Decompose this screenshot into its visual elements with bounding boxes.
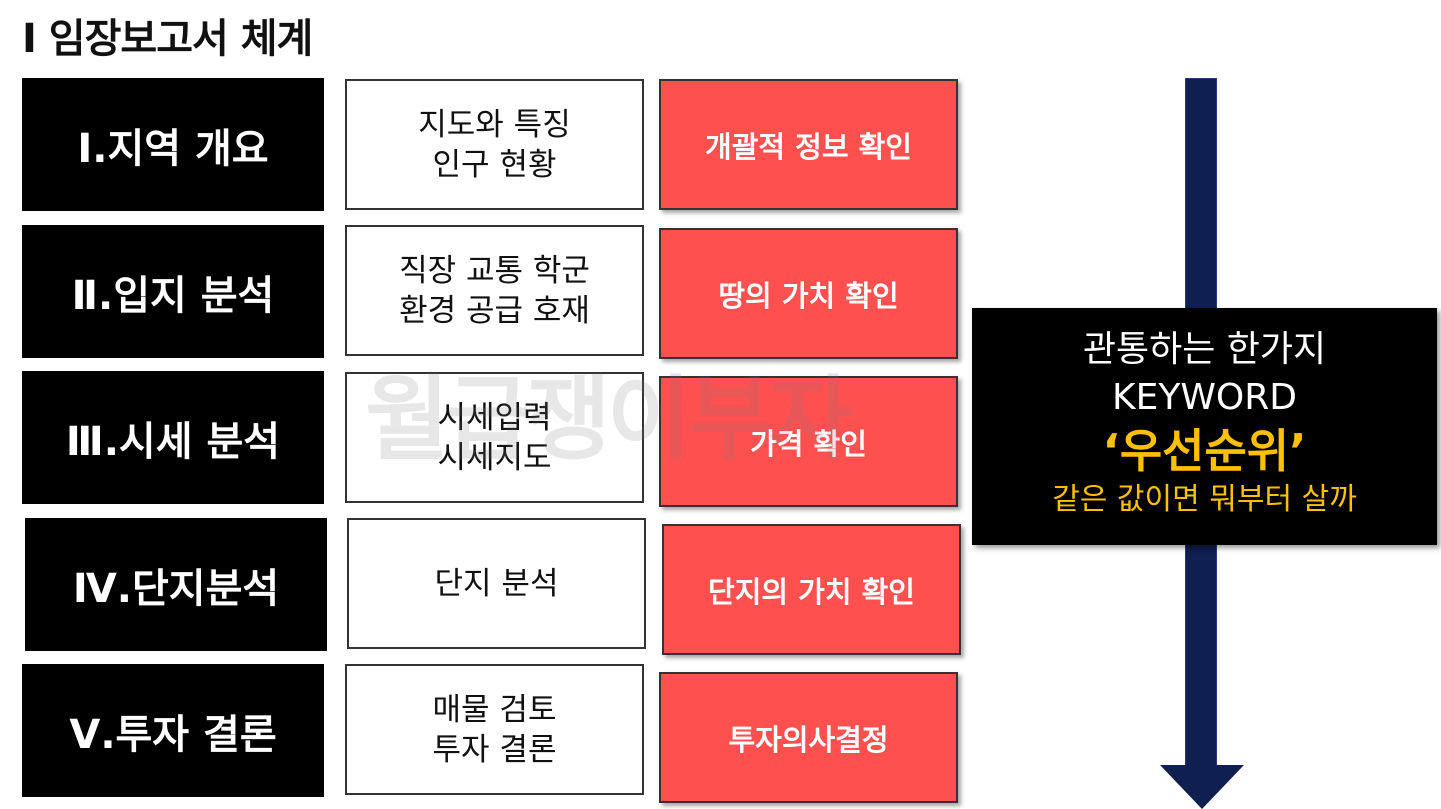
keyword-line: 관통하는 한가지 (1082, 329, 1327, 370)
purpose-box: 단지의 가치 확인 (662, 524, 961, 655)
purpose-box: 투자의사결정 (659, 672, 958, 803)
keyword-box: 관통하는 한가지 KEYWORD ‘우선순위’ 같은 값이면 뭐부터 살까 (972, 308, 1437, 545)
keyword-subtext: 같은 값이면 뭐부터 살까 (1052, 482, 1357, 517)
section-label: Ⅰ.지역 개요 (22, 78, 324, 211)
purpose-box: 개괄적 정보 확인 (659, 79, 958, 210)
content-box: 지도와 특징 인구 현황 (345, 79, 644, 210)
content-box: 직장 교통 학군 환경 공급 호재 (345, 225, 644, 356)
page-title: I 임장보고서 체계 (22, 16, 313, 62)
section-label: Ⅴ.투자 결론 (22, 664, 324, 797)
content-box: 매물 검토 투자 결론 (345, 664, 644, 795)
content-box: 시세입력 시세지도 (345, 372, 644, 503)
keyword-highlight: ‘우선순위’ (1102, 424, 1307, 478)
content-box: 단지 분석 (347, 518, 646, 649)
purpose-box: 가격 확인 (659, 376, 958, 507)
down-arrow-icon (1160, 765, 1244, 809)
purpose-box: 땅의 가치 확인 (659, 228, 958, 359)
section-label: Ⅲ.시세 분석 (22, 371, 324, 504)
keyword-label: KEYWORD (1111, 377, 1297, 418)
section-label: Ⅳ.단지분석 (25, 518, 327, 651)
section-label: Ⅱ.입지 분석 (22, 225, 324, 358)
